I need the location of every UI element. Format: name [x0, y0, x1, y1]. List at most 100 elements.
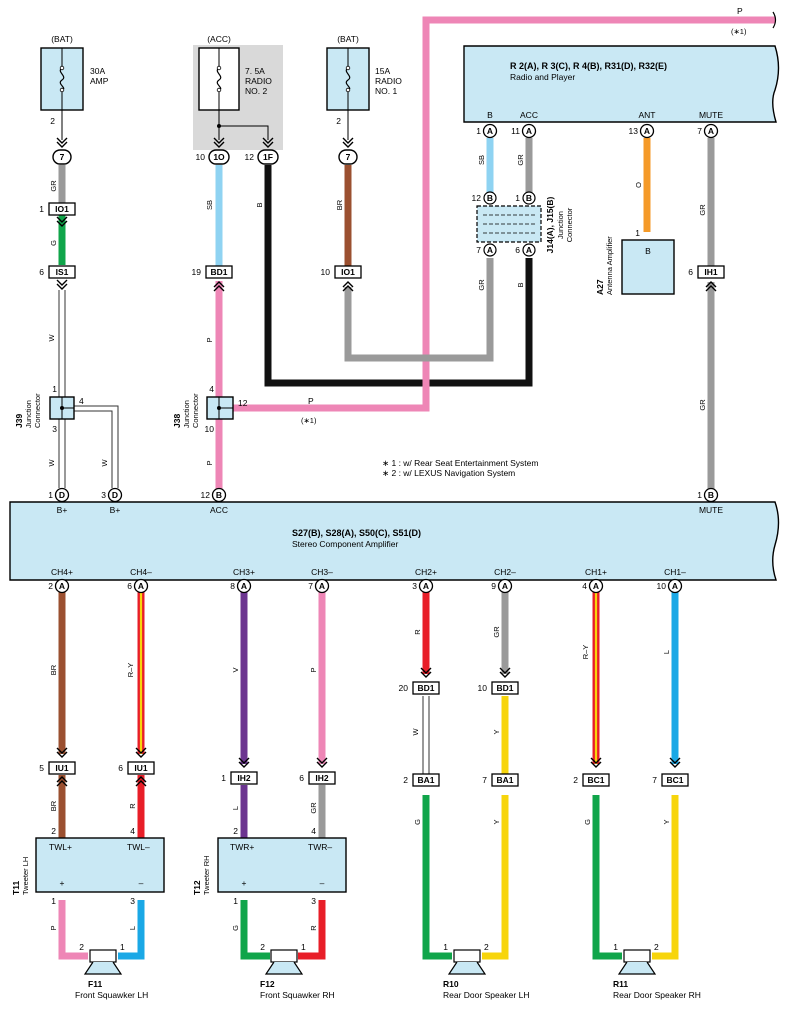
svg-text:2: 2 — [260, 942, 265, 952]
wires — [58, 16, 775, 960]
svg-text:J38: J38 — [172, 414, 182, 428]
svg-text:D: D — [59, 490, 65, 500]
wire-r-sq2 — [298, 900, 326, 960]
svg-text:7: 7 — [652, 775, 657, 785]
svg-text:BA1: BA1 — [496, 775, 513, 785]
svg-text:Y: Y — [492, 819, 501, 824]
svg-text:Junction: Junction — [24, 400, 33, 428]
svg-text:7: 7 — [346, 152, 351, 162]
svg-text:GR: GR — [698, 399, 707, 411]
svg-text:Tweeter LH: Tweeter LH — [21, 857, 30, 895]
svg-text:2: 2 — [50, 116, 55, 126]
svg-text:IS1: IS1 — [56, 267, 69, 277]
svg-text:NO. 1: NO. 1 — [375, 86, 397, 96]
fuse-radio-no1: (BAT) 15A RADIO NO. 1 2 — [326, 34, 402, 148]
svg-text:W: W — [47, 459, 56, 467]
svg-text:B: B — [487, 193, 493, 203]
wire-b-acc — [264, 165, 533, 387]
svg-text:B: B — [216, 490, 222, 500]
svg-text:A: A — [241, 581, 247, 591]
radio-pin-mute-label: MUTE — [699, 110, 723, 120]
svg-text:1: 1 — [613, 942, 618, 952]
svg-text:J39: J39 — [14, 414, 24, 428]
svg-text:IH2: IH2 — [237, 773, 251, 783]
svg-text:1: 1 — [697, 490, 702, 500]
svg-text:A: A — [502, 581, 508, 591]
svg-text:A: A — [526, 245, 532, 255]
svg-text:Antenna Amplifier: Antenna Amplifier — [605, 236, 614, 295]
junction-j39: 1 4 3 J39 Junction Connector — [14, 384, 84, 434]
svg-text:O: O — [634, 182, 643, 188]
svg-text:R 2(A), R 3(C), R 4(B), R31(D): R 2(A), R 3(C), R 4(B), R31(D), R32(E) — [510, 61, 667, 71]
svg-text:L: L — [128, 926, 137, 930]
svg-text:R: R — [309, 925, 318, 931]
tweeter-rh: TWR+ TWR– 2 4 + – 1 3 T12 Tweeter RH — [192, 826, 347, 906]
svg-text:10: 10 — [657, 581, 667, 591]
svg-text:1: 1 — [443, 942, 448, 952]
svg-text:R–Y: R–Y — [581, 645, 590, 660]
svg-text:1F: 1F — [263, 152, 273, 162]
svg-text:CH2–: CH2– — [494, 567, 516, 577]
junction-j14-j15: B 12 B 1 A 7 A 6 J14(A), J15(B) Junction… — [472, 191, 574, 257]
svg-text:BD1: BD1 — [417, 683, 434, 693]
wire-p-top — [233, 16, 775, 412]
wire-w-branch — [74, 405, 119, 488]
svg-text:A: A — [319, 581, 325, 591]
svg-text:A: A — [672, 581, 678, 591]
svg-text:R–Y: R–Y — [126, 663, 135, 678]
svg-text:4: 4 — [130, 826, 135, 836]
svg-text:CH3+: CH3+ — [233, 567, 255, 577]
svg-text:F11: F11 — [88, 979, 102, 989]
notes: ∗ 1 : w/ Rear Seat Entertainment System … — [382, 458, 538, 478]
svg-text:L: L — [662, 650, 671, 654]
svg-text:4: 4 — [209, 384, 214, 394]
fuse-connectors: 7 1O 10 1F 12 7 — [52, 149, 358, 165]
svg-text:2: 2 — [573, 775, 578, 785]
wire-y-rd2 — [652, 795, 679, 960]
svg-text:20: 20 — [399, 683, 409, 693]
svg-text:TWL–: TWL– — [127, 842, 150, 852]
svg-text:NO. 2: NO. 2 — [245, 86, 267, 96]
wire-p-sq1 — [58, 900, 88, 960]
svg-text:(ACC): (ACC) — [207, 34, 231, 44]
svg-text:SB: SB — [205, 200, 214, 210]
svg-text:Connector: Connector — [191, 393, 200, 428]
svg-text:2: 2 — [51, 826, 56, 836]
svg-text:Rear Door Speaker LH: Rear Door Speaker LH — [443, 990, 529, 1000]
svg-text:CH1–: CH1– — [664, 567, 686, 577]
amp-pin-acc: ACC — [210, 505, 228, 515]
svg-text:7: 7 — [308, 581, 313, 591]
svg-text:IU1: IU1 — [134, 763, 148, 773]
svg-text:30A: 30A — [90, 66, 105, 76]
svg-text:1O: 1O — [213, 152, 225, 162]
svg-text:12: 12 — [472, 193, 482, 203]
svg-text:BR: BR — [49, 800, 58, 811]
svg-text:1: 1 — [120, 942, 125, 952]
svg-text:9: 9 — [491, 581, 496, 591]
svg-text:R: R — [128, 803, 137, 809]
fuse-amp: (BAT) 30A AMP 2 — [40, 34, 109, 148]
svg-text:6: 6 — [39, 267, 44, 277]
svg-text:BR: BR — [49, 664, 58, 675]
stereo-component-amplifier: S27(B), S28(A), S50(C), S51(D) Stereo Co… — [9, 487, 780, 594]
svg-text:3: 3 — [311, 896, 316, 906]
svg-text:Rear Door Speaker RH: Rear Door Speaker RH — [613, 990, 701, 1000]
svg-text:A: A — [423, 581, 429, 591]
svg-text:1: 1 — [476, 126, 481, 136]
svg-text:GR: GR — [309, 802, 318, 814]
svg-text:BD1: BD1 — [210, 267, 227, 277]
svg-text:CH2+: CH2+ — [415, 567, 437, 577]
svg-text:SB: SB — [477, 155, 486, 165]
svg-text:12: 12 — [245, 152, 255, 162]
svg-text:2: 2 — [403, 775, 408, 785]
svg-text:AMP: AMP — [90, 76, 109, 86]
svg-text:G: G — [583, 819, 592, 825]
svg-text:D: D — [112, 490, 118, 500]
inline-connectors-upper: IO1 1 IS1 6 BD1 19 IO1 10 IH1 6 — [39, 202, 725, 292]
svg-text:Y: Y — [492, 729, 501, 734]
svg-text:CH1+: CH1+ — [585, 567, 607, 577]
svg-text:Tweeter RH: Tweeter RH — [202, 855, 211, 895]
svg-text:∗ 2 : w/ LEXUS Navigation Syst: ∗ 2 : w/ LEXUS Navigation System — [382, 468, 515, 478]
svg-text:CH4+: CH4+ — [51, 567, 73, 577]
amp-pin-bplus-1: B+ — [57, 505, 68, 515]
